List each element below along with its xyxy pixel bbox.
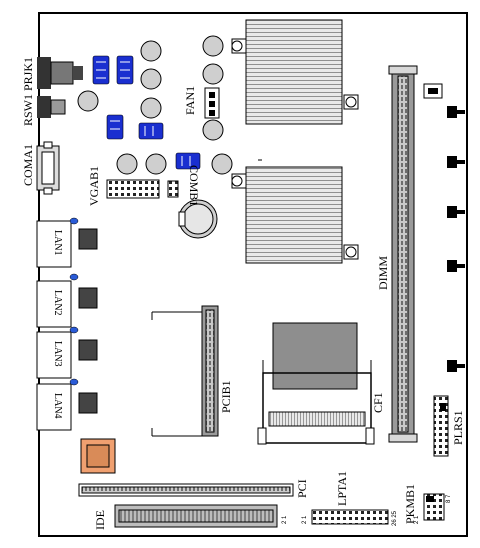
label-fan1: FAN1 xyxy=(183,85,197,115)
label-vgab1: VGAB1 xyxy=(87,165,101,206)
label-lan2: LAN2 xyxy=(52,290,63,316)
label-lan3: LAN3 xyxy=(52,341,63,367)
plrs-header xyxy=(433,395,449,457)
label-cf1: CF1 xyxy=(371,392,385,413)
label-plrs1: PLRS1 xyxy=(451,410,465,445)
ide-connector xyxy=(114,504,278,528)
label-lpt-pins-left: 2 1 xyxy=(302,515,308,524)
fan-header xyxy=(204,87,220,119)
vga-header xyxy=(106,179,160,199)
power-jack xyxy=(37,57,83,89)
label-lan4: LAN4 xyxy=(52,393,63,419)
lan-ports xyxy=(36,220,72,431)
label-lan1: LAN1 xyxy=(52,230,63,256)
compact-flash-chip xyxy=(272,322,358,390)
label-pcib1: PCIB1 xyxy=(219,380,233,413)
jumper-pin-marks xyxy=(96,61,191,166)
label-rsw1: RSW1 xyxy=(21,93,35,126)
reset-switch xyxy=(37,96,66,118)
label-prjk1: PRJK1 xyxy=(21,56,35,91)
southbridge-heatsink xyxy=(231,166,359,264)
dimm-slot xyxy=(388,65,418,443)
power-header xyxy=(423,83,443,99)
northbridge-heatsink xyxy=(231,19,359,125)
label-coma1: COMA1 xyxy=(21,143,35,186)
keyboard-mouse-header xyxy=(423,493,445,521)
serial-connector-a xyxy=(36,141,60,195)
label-pkm-pins-top: 8 7 xyxy=(446,494,452,503)
super-io-chip xyxy=(80,438,116,474)
label-lpt-pins-right: 26 25 xyxy=(392,510,398,526)
parallel-header xyxy=(311,509,389,525)
lan-leds xyxy=(69,217,79,386)
cmos-battery xyxy=(178,199,218,239)
label-dimm: DIMM xyxy=(376,255,390,290)
label-pci: PCI xyxy=(295,479,309,498)
label-ide: IDE xyxy=(93,510,107,530)
compact-flash-socket xyxy=(257,360,375,445)
pci-104-slot xyxy=(151,305,219,437)
label-ide-pins: 2 1 xyxy=(282,515,288,524)
serial-header-b xyxy=(167,180,179,198)
pci-slot xyxy=(78,483,294,497)
label-lpta1: LPTA1 xyxy=(335,470,349,506)
label-pkm-pins-bottom: 2 1 xyxy=(414,515,420,524)
right-edge-connectors xyxy=(447,106,465,372)
capacitors xyxy=(77,35,233,175)
label-comb1: COMB1 xyxy=(187,165,201,207)
lan-transformers xyxy=(78,228,98,414)
